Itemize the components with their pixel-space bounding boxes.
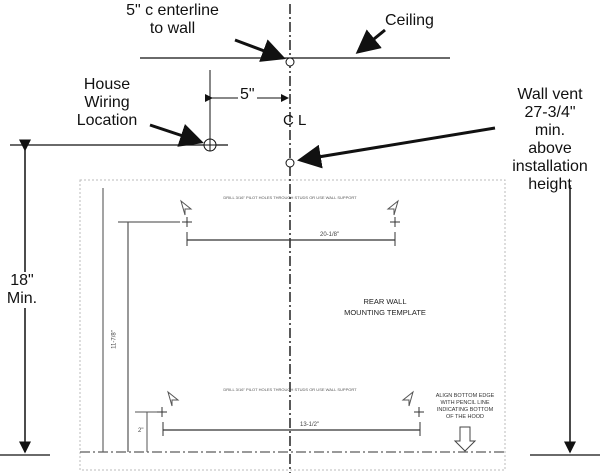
- text: height: [528, 176, 572, 193]
- text: ALIGN BOTTOM EDGE: [435, 393, 495, 399]
- align-note: ALIGN BOTTOM EDGE WITH PENCIL LINE INDIC…: [425, 393, 505, 421]
- text: to wall: [149, 20, 196, 37]
- wall-vent-label: Wall vent 27-3/4" min. above installatio…: [500, 86, 600, 194]
- down-arrow-icon: [453, 426, 477, 452]
- text: above: [528, 140, 572, 157]
- text: MOUNTING TEMPLATE: [344, 308, 426, 317]
- wiring-arrow: [149, 123, 204, 147]
- small-dimension: 2": [138, 428, 144, 434]
- bottom-instruction: DRILL 3/16" PILOT HOLES THROUGH STUDS OR…: [223, 387, 357, 392]
- template-outline: [79, 179, 506, 471]
- text: installation: [512, 158, 588, 175]
- text: min.: [534, 122, 566, 139]
- text: 18": [10, 272, 34, 289]
- vent-arrow: [297, 126, 496, 169]
- text: Min.: [6, 290, 38, 307]
- ceiling-label: Ceiling: [385, 12, 434, 29]
- bottom-dimension: 13-1/2": [300, 422, 320, 428]
- offset-label: 5": [238, 86, 257, 104]
- template-title: REAR WALL MOUNTING TEMPLATE: [335, 296, 435, 318]
- top-dimension: 20-1/8": [320, 232, 340, 238]
- text: House: [83, 76, 131, 93]
- ceiling-point: [285, 57, 295, 67]
- text: OF THE HOOD: [445, 414, 485, 420]
- vent-point: [285, 158, 295, 168]
- min-18-label: 18" Min.: [0, 272, 44, 308]
- side-dimension: 11-7/8": [111, 330, 118, 349]
- text: INDICATING BOTTOM: [436, 407, 494, 413]
- centerline-label: 5" c enterline to wall: [100, 2, 245, 38]
- text: Wall vent: [517, 86, 583, 103]
- ceiling-arrow: [355, 28, 386, 54]
- house-wiring-label: House Wiring Location: [62, 76, 152, 130]
- text: 5" c enterline: [126, 2, 219, 19]
- centerline-arrow: [234, 38, 286, 62]
- cl-symbol: C L: [283, 112, 307, 129]
- text: Wiring: [84, 94, 130, 111]
- text: REAR WALL: [363, 297, 407, 306]
- text: WITH PENCIL LINE: [440, 400, 490, 406]
- text: Location: [76, 112, 138, 129]
- top-instruction: DRILL 3/16" PILOT HOLES THROUGH STUDS OR…: [223, 195, 357, 200]
- text: 27-3/4": [524, 104, 576, 121]
